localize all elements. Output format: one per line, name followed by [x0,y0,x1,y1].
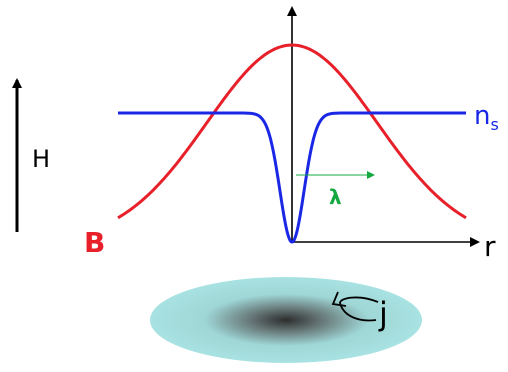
b-field-label: B [84,226,105,259]
current-label: j [378,295,388,333]
radial-axis-label: r [484,230,496,263]
superfluid-density-label: ns [474,101,499,134]
b-field-curve [117,43,467,220]
field-label: H [32,145,50,173]
current-arrowhead [331,291,347,307]
current-circulation-arrow [339,296,379,322]
penetration-depth-label: λ [329,185,342,209]
vortex-core [150,277,422,363]
superfluid-density-curve [118,111,466,244]
